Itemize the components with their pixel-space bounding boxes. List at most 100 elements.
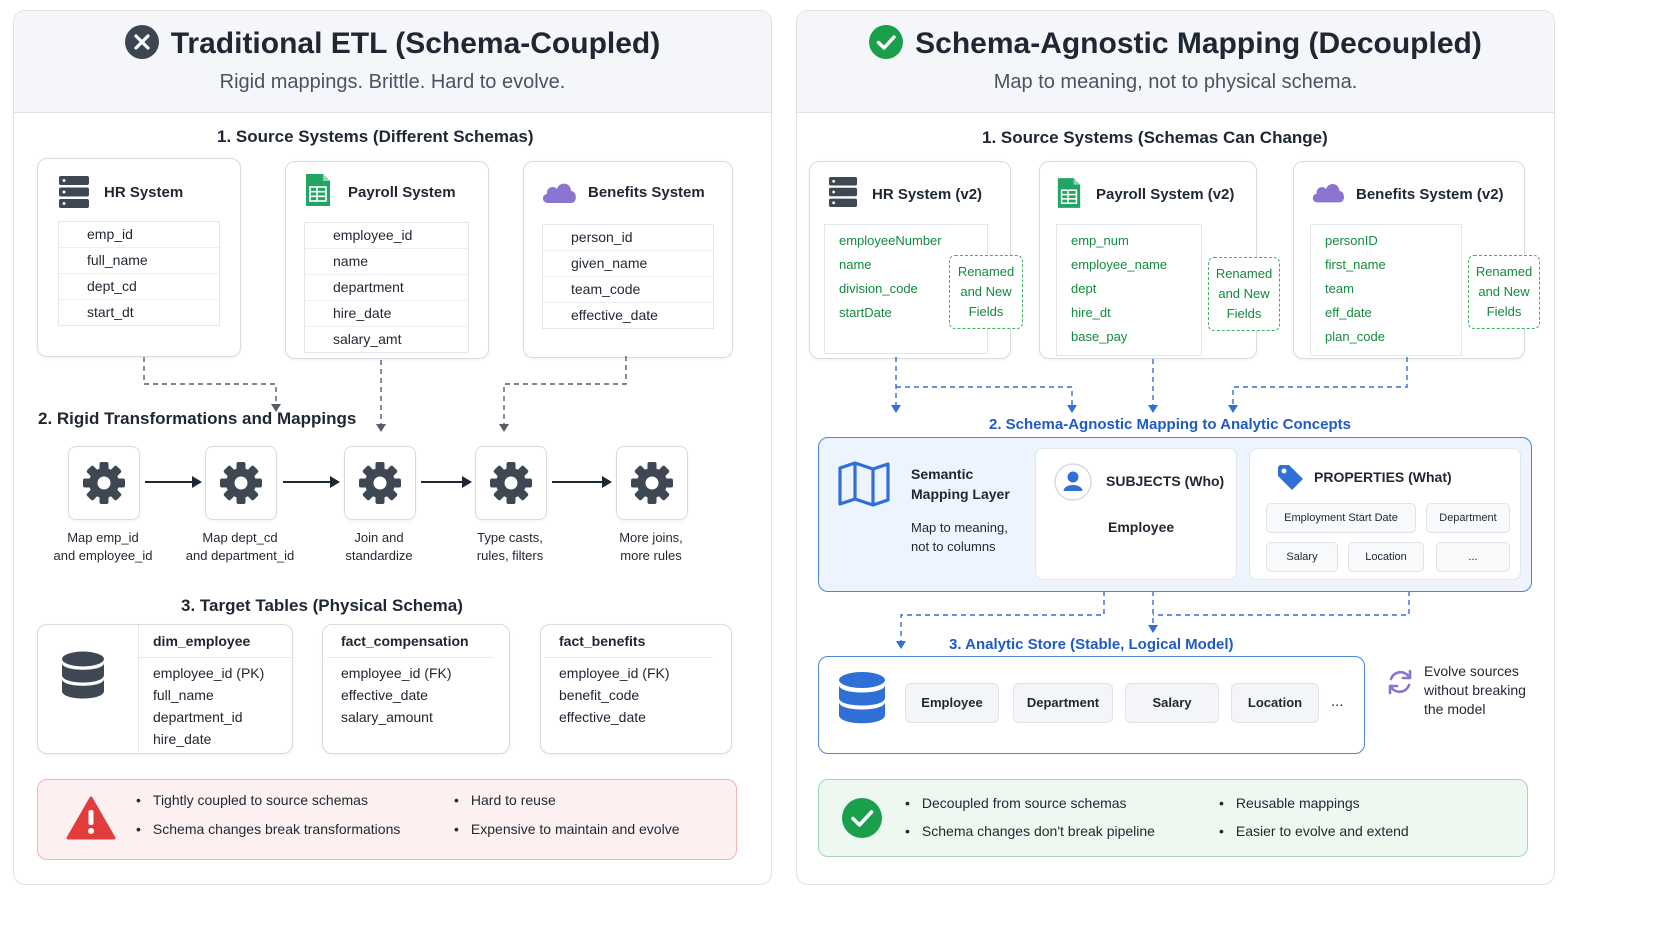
property-chip: Employment Start Date (1266, 503, 1416, 533)
caption-line: Join and (354, 530, 404, 545)
gear-icon (631, 462, 673, 504)
caption-line: Map emp_id (67, 530, 139, 545)
field: name (839, 257, 872, 272)
tag-icon (1278, 465, 1303, 490)
database-icon (839, 672, 885, 724)
left-header: Traditional ETL (Schema-Coupled) Rigid m… (14, 11, 771, 113)
dim-employee-table: dim_employee employee_id (PK) full_name … (138, 625, 291, 751)
semantic-layer-desc: Map to meaning,not to columns (911, 518, 1008, 556)
caption-line: rules, filters (476, 548, 544, 563)
map-icon (838, 461, 890, 507)
field: department (305, 275, 468, 301)
gear-icon (490, 462, 532, 504)
field: start_dt (87, 304, 134, 320)
left-section-3-title: 3. Target Tables (Physical Schema) (181, 596, 463, 615)
analytic-store: Employee Department Salary Location ... (818, 656, 1365, 754)
spreadsheet-icon (1057, 178, 1081, 208)
field: division_code (839, 281, 918, 296)
field: personID (1325, 233, 1378, 248)
left-section-2-title: 2. Rigid Transformations and Mappings (38, 409, 357, 428)
field: hire_dt (1071, 305, 1111, 320)
badge-line: and New (960, 284, 1012, 299)
store-more: ... (1331, 693, 1344, 710)
caption-line: standardize (345, 548, 413, 563)
right-section-2-title: 2. Schema-Agnostic Mapping to Analytic C… (989, 416, 1351, 433)
properties-title: PROPERTIES (What) (1314, 469, 1452, 485)
left-source-connectors (143, 356, 627, 488)
right-header: Schema-Agnostic Mapping (Decoupled) Map … (797, 11, 1554, 113)
benefits-system-title: Benefits System (588, 184, 705, 201)
badge-line: Fields (1226, 306, 1262, 321)
right-section-1-title: 1. Source Systems (Schemas Can Change) (982, 128, 1328, 147)
table-field: benefit_code (559, 687, 640, 703)
fact-compensation-table: fact_compensation employee_id (FK) effec… (327, 625, 493, 737)
field: effective_date (571, 307, 658, 323)
field: eff_date (1325, 305, 1372, 320)
field: hire_date (305, 301, 468, 327)
table-title: dim_employee (153, 633, 251, 649)
table-title: fact_benefits (559, 633, 646, 649)
right-title: Schema-Agnostic Mapping (Decoupled) (797, 25, 1554, 63)
caption-line: Type casts, (477, 530, 543, 545)
table-field: hire_date (153, 731, 212, 747)
fact-benefits-table: fact_benefits employee_id (FK) benefit_c… (545, 625, 713, 737)
con-item: Schema changes break transformations (136, 821, 400, 837)
property-chip: Salary (1266, 542, 1338, 572)
step-4-caption: Type casts, rules, filters (450, 529, 570, 565)
server-icon (59, 176, 89, 208)
field: team_code (543, 277, 713, 303)
table-field: full_name (153, 687, 214, 703)
fact-benefits-card: fact_benefits employee_id (FK) benefit_c… (540, 624, 732, 754)
right-connectors (891, 357, 1410, 649)
property-chip: Location (1348, 542, 1424, 572)
hr-v2-fields: employeeNumber name division_code startD… (824, 224, 988, 354)
title-line: Mapping Layer (911, 486, 1010, 502)
transform-step-3 (344, 446, 416, 520)
field: emp_id (59, 222, 219, 248)
badge-line: Renamed (957, 264, 1015, 279)
property-chip: ... (1436, 542, 1510, 572)
step-3-caption: Join and standardize (319, 529, 439, 565)
benefits-system-v2-title: Benefits System (v2) (1356, 186, 1504, 203)
hr-fields: emp_id full_name dept_cd start_dt (58, 221, 220, 326)
caption-line: and department_id (185, 548, 295, 563)
hr-system-title: HR System (104, 184, 184, 201)
caption-line: Map dept_cd (202, 530, 278, 545)
subjects-title: SUBJECTS (Who) (1106, 473, 1225, 489)
note-line: without breaking (1424, 682, 1526, 698)
table-title: fact_compensation (341, 633, 469, 649)
left-subtitle: Rigid mappings. Brittle. Hard to evolve. (219, 71, 566, 93)
payroll-v2-fields: emp_num employee_name dept hire_dt base_… (1056, 224, 1202, 356)
table-field: employee_id (FK) (341, 665, 452, 681)
check-circle-icon (869, 25, 904, 59)
payroll-system-v2-title: Payroll System (v2) (1096, 186, 1235, 203)
table-field: effective_date (559, 709, 646, 725)
field: employee_name (1071, 257, 1168, 272)
benefits-system-card: Benefits System person_id given_name tea… (523, 161, 733, 358)
con-item: Tightly coupled to source schemas (136, 792, 368, 808)
payroll-fields: employee_id name department hire_date sa… (304, 222, 469, 353)
properties-box: PROPERTIES (What) Employment Start Date … (1249, 448, 1521, 580)
payroll-system-title: Payroll System (348, 184, 456, 201)
subjects-value: Employee (1108, 519, 1175, 535)
transform-step-1 (68, 446, 140, 520)
property-chip: Department (1426, 503, 1510, 533)
benefits-v2-fields: personID first_name team eff_date plan_c… (1310, 224, 1462, 356)
caption-line: More joins, (619, 530, 683, 545)
field: dept_cd (59, 274, 219, 300)
field: full_name (59, 248, 219, 274)
field: given_name (543, 251, 713, 277)
field: plan_code (1325, 329, 1385, 344)
caption-line: more rules (620, 548, 682, 563)
field: startDate (839, 305, 892, 320)
note-line: Evolve sources (1424, 663, 1519, 679)
payroll-system-v2-card: Payroll System (v2) emp_num employee_nam… (1039, 161, 1280, 359)
database-icon (62, 651, 104, 699)
pro-item: Decoupled from source schemas (905, 795, 1127, 811)
store-entity: Location (1231, 683, 1319, 723)
badge-line: and New (1478, 284, 1530, 299)
